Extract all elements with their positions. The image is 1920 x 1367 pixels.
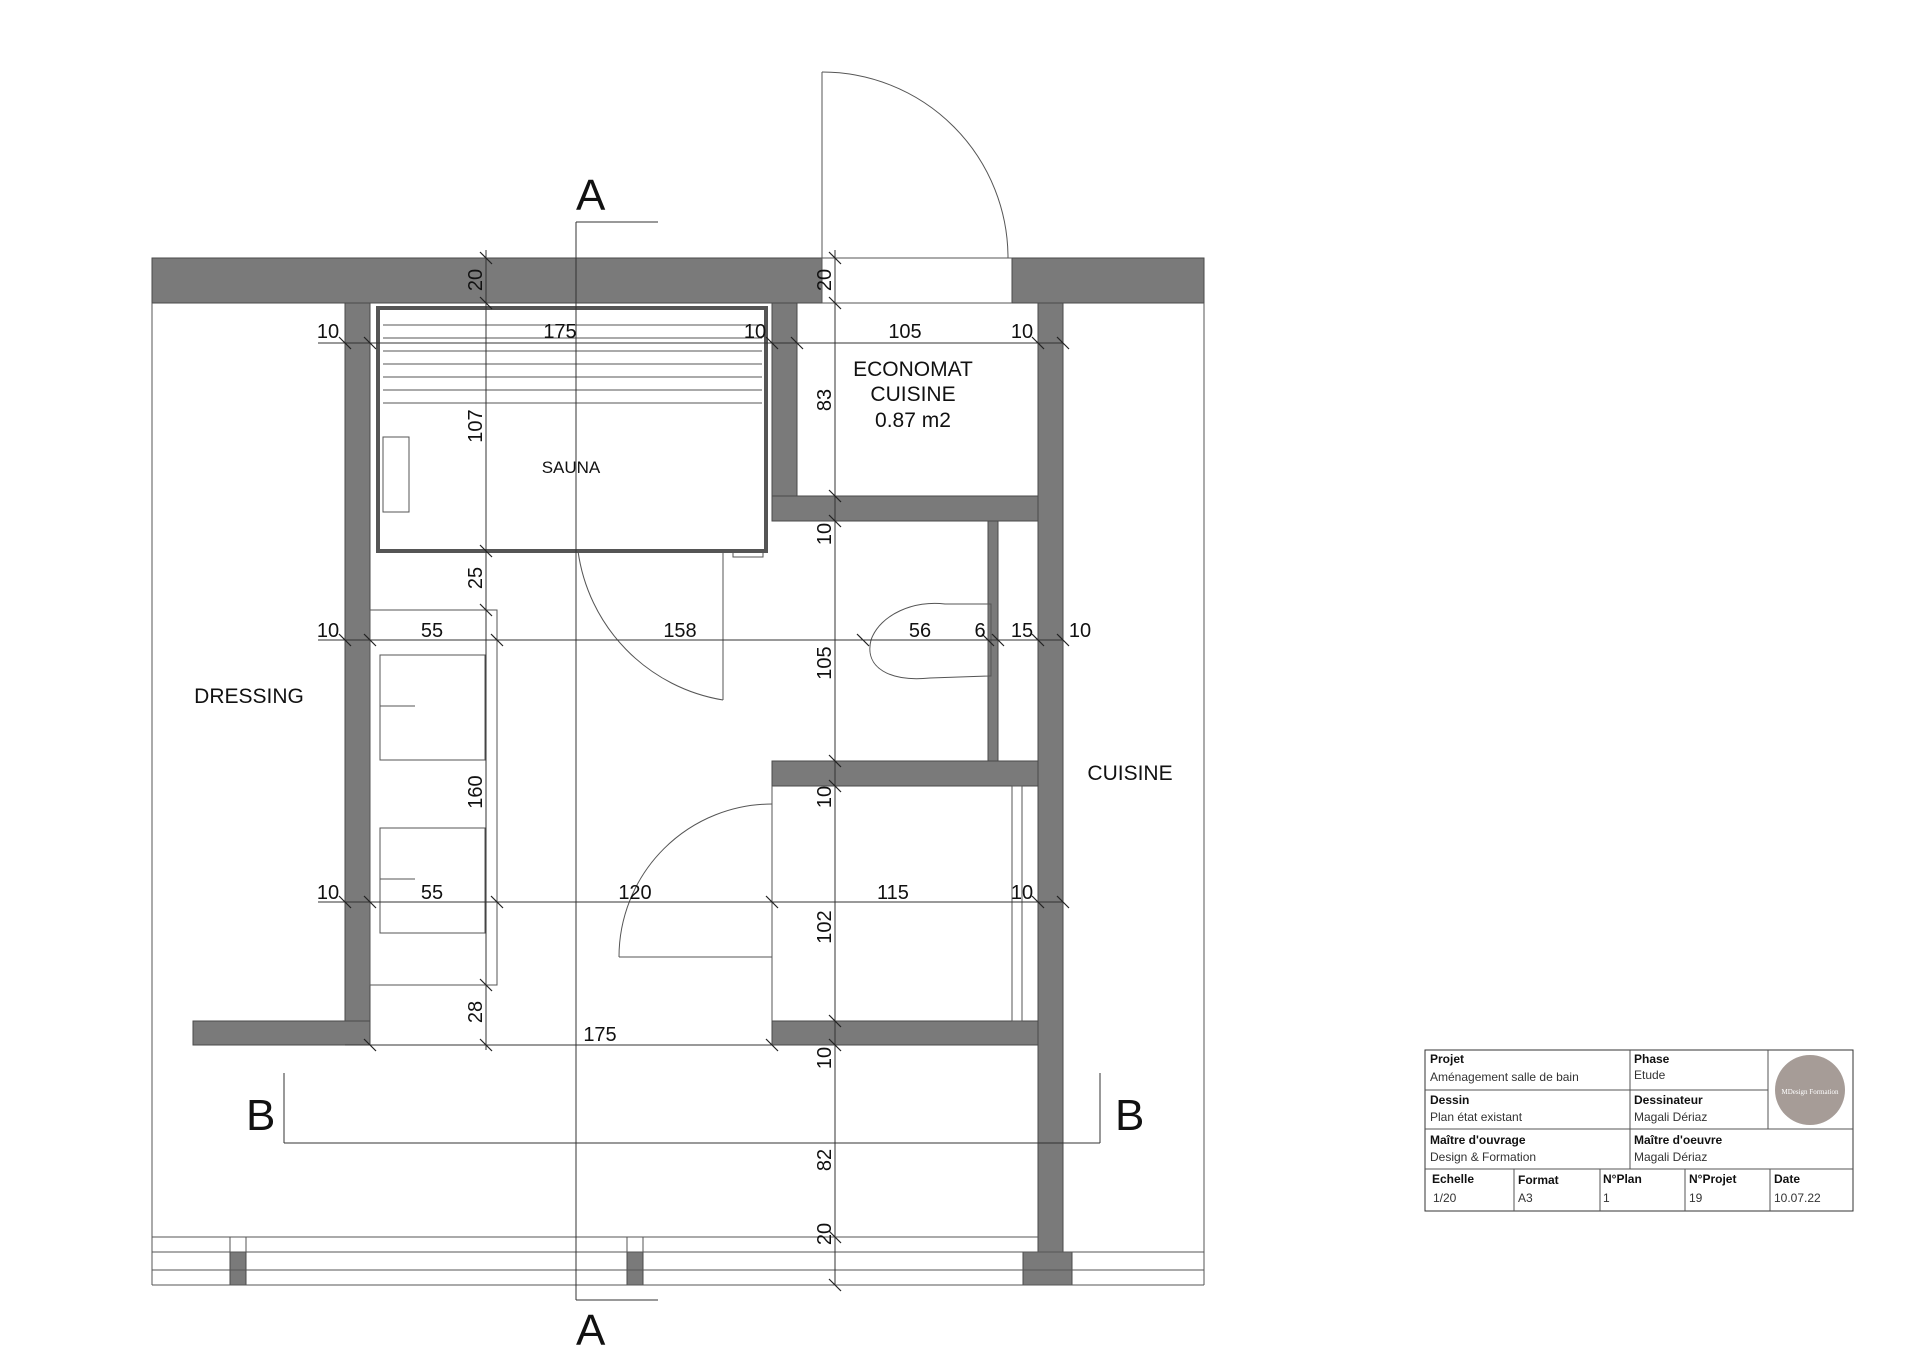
dim-text: 55 [421, 620, 443, 642]
dim-text: 160 [465, 775, 487, 808]
dim-text: 10 [744, 321, 766, 343]
dim-text: 10 [317, 882, 339, 904]
dim-text: 10 [814, 523, 836, 545]
section-marker-a-top: A [576, 171, 606, 220]
bottom-pillar-2 [626, 1251, 644, 1286]
dim-text: 10 [814, 786, 836, 808]
logo-text: MDesign Formation [1782, 1088, 1839, 1096]
dimension-lines [318, 250, 1070, 1292]
dim-text: 10 [814, 1047, 836, 1069]
dim-text: 107 [465, 409, 487, 442]
dim-text: 175 [543, 321, 576, 343]
tb-projet-value: Aménagement salle de bain [1430, 1070, 1579, 1084]
lower-door-arc [618, 803, 773, 958]
vanity [369, 609, 498, 986]
tb-maitre-oeuvre-label: Maître d'oeuvre [1634, 1133, 1723, 1147]
dim-text: 20 [465, 269, 487, 291]
dimension-vertical-right: 20 83 10 105 10 102 10 82 20 [814, 269, 836, 1245]
dim-text: 115 [877, 882, 909, 904]
dim-text: 105 [814, 646, 836, 679]
room-area-economat: 0.87 m2 [875, 409, 951, 432]
outlines [151, 71, 1205, 1286]
room-label-dressing: DRESSING [194, 685, 304, 708]
tb-dessin-label: Dessin [1430, 1093, 1469, 1107]
economat-left-wall [771, 302, 798, 522]
section-marker-b-left: B [246, 1091, 275, 1140]
basin-1 [379, 654, 486, 761]
dim-text: 56 [909, 620, 931, 642]
wc-bottom-wall [771, 760, 1039, 787]
tb-dessinateur-value: Magali Dériaz [1634, 1110, 1707, 1124]
dim-text: 10 [1069, 620, 1091, 642]
section-marker-a-bottom: A [576, 1306, 606, 1355]
dim-text: 102 [814, 910, 836, 943]
dim-text: 25 [465, 567, 487, 589]
left-wall [344, 302, 371, 1046]
dim-text: 83 [814, 389, 836, 411]
dimension-vertical-left: 20 107 25 160 28 [465, 269, 487, 1023]
tb-maitre-oeuvre-value: Magali Dériaz [1634, 1150, 1707, 1164]
walls [151, 257, 1205, 1286]
tb-dessin-value: Plan état existant [1430, 1110, 1523, 1124]
tb-nplan-label: N°Plan [1603, 1172, 1642, 1186]
sauna-handle [732, 550, 764, 558]
section-lines [283, 221, 1101, 1301]
tb-nprojet-value: 19 [1689, 1191, 1703, 1205]
section-marker-b-right: B [1115, 1091, 1144, 1140]
sauna-heater [382, 436, 410, 513]
dimension-row-1: 10 175 10 105 10 [317, 321, 1033, 343]
dressing-stub-wall [192, 1020, 371, 1046]
sauna-cabin [376, 306, 768, 553]
tb-date-value: 10.07.22 [1774, 1191, 1821, 1205]
dimension-row-2: 10 55 158 56 6 15 10 [317, 620, 1091, 642]
title-block: Projet Aménagement salle de bain Phase E… [1424, 1049, 1854, 1212]
dim-text: 20 [814, 269, 836, 291]
room-label-sauna: SAUNA [542, 458, 601, 477]
dim-text: 15 [1011, 620, 1033, 642]
dimension-row-3: 10 55 120 115 10 [317, 882, 1033, 904]
tb-format-label: Format [1518, 1173, 1559, 1187]
dim-text: 20 [814, 1223, 836, 1245]
dim-text: 6 [974, 620, 985, 642]
tb-date-label: Date [1774, 1172, 1800, 1186]
room-label-economat-cuisine: CUISINE [870, 383, 955, 406]
tb-phase-label: Phase [1634, 1052, 1670, 1066]
dim-text-bottom-span: 175 [583, 1024, 616, 1046]
tb-maitre-ouvrage-label: Maître d'ouvrage [1430, 1133, 1526, 1147]
tb-maitre-ouvrage-value: Design & Formation [1430, 1150, 1536, 1164]
lower-room-bottom-wall [771, 1020, 1039, 1046]
dim-text: 55 [421, 882, 443, 904]
tb-echelle-label: Echelle [1432, 1172, 1474, 1186]
dim-text: 10 [1011, 882, 1033, 904]
dim-text: 10 [317, 321, 339, 343]
economat-bottom-wall [771, 495, 1039, 522]
tb-projet-label: Projet [1430, 1052, 1464, 1066]
sauna-door-arc [577, 550, 724, 701]
dim-text: 10 [317, 620, 339, 642]
tb-nprojet-label: N°Projet [1689, 1172, 1736, 1186]
tb-phase-value: Etude [1634, 1068, 1666, 1082]
room-label-cuisine: CUISINE [1087, 762, 1172, 785]
tb-format-value: A3 [1518, 1191, 1533, 1205]
basin-2 [379, 827, 486, 934]
bottom-right-pillar [1022, 1251, 1073, 1286]
dim-text: 82 [814, 1149, 836, 1171]
top-wall-right [1011, 257, 1205, 304]
bottom-pillar-1 [229, 1251, 247, 1286]
top-wall-left [151, 257, 823, 304]
logo-icon [1775, 1055, 1845, 1125]
tb-dessinateur-label: Dessinateur [1634, 1093, 1703, 1107]
entry-door-arc [821, 71, 1009, 259]
dim-text: 120 [618, 882, 651, 904]
room-label-economat: ECONOMAT [853, 358, 973, 381]
tb-echelle-value: 1/20 [1433, 1191, 1457, 1205]
sauna-bench-slats [383, 324, 762, 404]
tb-nplan-value: 1 [1603, 1191, 1610, 1205]
right-wall [1037, 302, 1064, 1286]
dim-text: 10 [1011, 321, 1033, 343]
dim-text: 105 [888, 321, 921, 343]
dim-text: 158 [663, 620, 696, 642]
dim-text: 28 [465, 1001, 487, 1023]
